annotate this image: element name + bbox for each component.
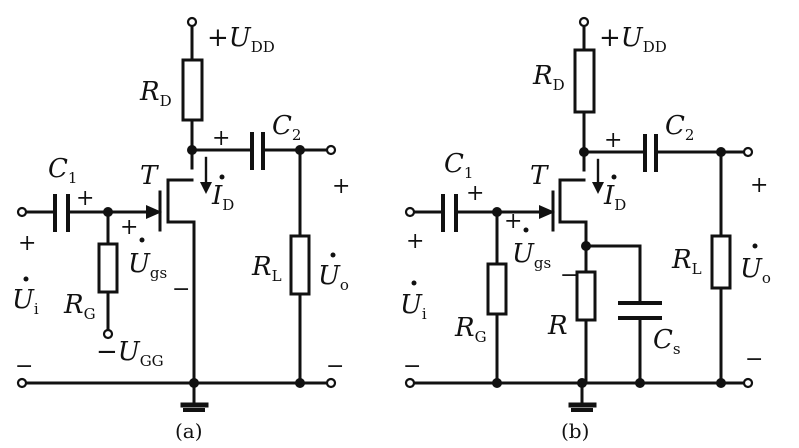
- plus-sign: +: [504, 209, 522, 234]
- ugs-label: Ugs: [512, 239, 551, 272]
- junction-dot: [635, 378, 645, 388]
- capacitor-c1: [53, 194, 70, 232]
- plus-sign: +: [604, 128, 622, 153]
- terminal: [102, 328, 114, 340]
- ugs-label: Ugs: [128, 249, 167, 282]
- junction-dot: [189, 378, 199, 388]
- capacitor-c2: [250, 132, 265, 170]
- phasor-dot: [611, 174, 617, 180]
- gate-arrow: [539, 205, 555, 219]
- minus-sign: −: [172, 277, 190, 302]
- uo-label: Uo: [740, 254, 771, 287]
- plus-sign: +: [120, 215, 138, 240]
- terminal: [325, 377, 337, 389]
- rl-label: RL: [251, 252, 282, 285]
- id-label: ID: [603, 181, 626, 214]
- junction-dot: [581, 241, 591, 251]
- plus-sign: +: [76, 186, 94, 211]
- junction-dot: [716, 378, 726, 388]
- minus-sign: −: [560, 263, 578, 288]
- supply-label: +UDD: [599, 23, 667, 56]
- caption-a: (a): [175, 419, 203, 443]
- junction-dot: [716, 147, 726, 157]
- ui-label: Ui: [12, 285, 39, 318]
- capacitor-c2: [643, 134, 658, 172]
- terminal: [16, 206, 28, 218]
- id-arrow-head: [200, 182, 212, 194]
- resistor-rg: [97, 242, 119, 294]
- gate-arrow: [146, 205, 162, 219]
- minus-sign: −: [403, 354, 421, 379]
- junction-dot: [187, 145, 197, 155]
- resistor-rl: [710, 234, 732, 290]
- terminal: [186, 16, 198, 28]
- junction-dot: [295, 145, 305, 155]
- rl-label: RL: [671, 245, 702, 278]
- capacitor-c1: [441, 194, 458, 232]
- rg-label: RG: [63, 290, 96, 323]
- circuit-b: +UDD RD C1 C2 T ID Ugs RG R Cs RL Uo Ui …: [400, 16, 771, 443]
- circuit-a: +UDD RD C1 C2 T ID Ugs RG −UGG RL Uo Ui …: [12, 16, 350, 443]
- id-arrow-head: [592, 182, 604, 194]
- c2-label: C2: [665, 111, 694, 144]
- phasor-dot: [752, 243, 758, 249]
- junction-dot: [103, 207, 113, 217]
- terminal: [404, 377, 416, 389]
- junction-dot: [577, 378, 587, 388]
- minus-sign: −: [15, 354, 33, 379]
- terminal: [325, 144, 337, 156]
- cs-label: Cs: [653, 325, 681, 358]
- transistor-label: T: [140, 161, 159, 191]
- c1-label: C1: [48, 154, 77, 187]
- transistor-label: T: [530, 161, 549, 191]
- uo-label: Uo: [318, 261, 349, 294]
- plus-sign: +: [18, 231, 36, 256]
- phasor-dot: [330, 252, 336, 258]
- plus-sign: +: [466, 181, 484, 206]
- id-label: ID: [211, 181, 234, 214]
- minus-sign: −: [326, 354, 344, 379]
- terminal: [578, 16, 590, 28]
- junction-dot: [295, 378, 305, 388]
- circuit-a-wires: [20, 24, 329, 412]
- c2-label: C2: [272, 111, 301, 144]
- ui-label: Ui: [400, 290, 427, 323]
- plus-sign: +: [406, 229, 424, 254]
- junction-dot: [492, 378, 502, 388]
- junction-dot: [579, 147, 589, 157]
- resistor-rl: [289, 234, 311, 296]
- plus-sign: +: [212, 126, 230, 151]
- phasor-dot: [219, 174, 225, 180]
- terminal: [742, 146, 754, 158]
- rd-label: RD: [139, 77, 172, 110]
- terminal: [742, 377, 754, 389]
- phasor-dot: [411, 280, 417, 286]
- plus-sign: +: [332, 174, 350, 199]
- rg-label: RG: [454, 313, 487, 346]
- phasor-dot: [523, 227, 529, 233]
- rs-label: R: [547, 311, 568, 341]
- resistor-rd: [181, 58, 204, 122]
- circuit-b-wires: [408, 24, 746, 412]
- terminal: [16, 377, 28, 389]
- rd-label: RD: [532, 61, 565, 94]
- supply-label: +UDD: [207, 23, 275, 56]
- phasor-dot: [23, 276, 29, 282]
- resistor-rd: [573, 48, 596, 114]
- plus-sign: +: [750, 173, 768, 198]
- terminal: [404, 206, 416, 218]
- junction-dot: [492, 207, 502, 217]
- resistor-rs: [575, 270, 597, 322]
- c1-label: C1: [444, 149, 473, 182]
- minus-sign: −: [745, 347, 763, 372]
- capacitor-cs: [618, 301, 662, 320]
- resistor-rg: [486, 262, 508, 316]
- phasor-dot: [139, 237, 145, 243]
- ugg-label: −UGG: [96, 337, 164, 370]
- caption-b: (b): [561, 419, 589, 443]
